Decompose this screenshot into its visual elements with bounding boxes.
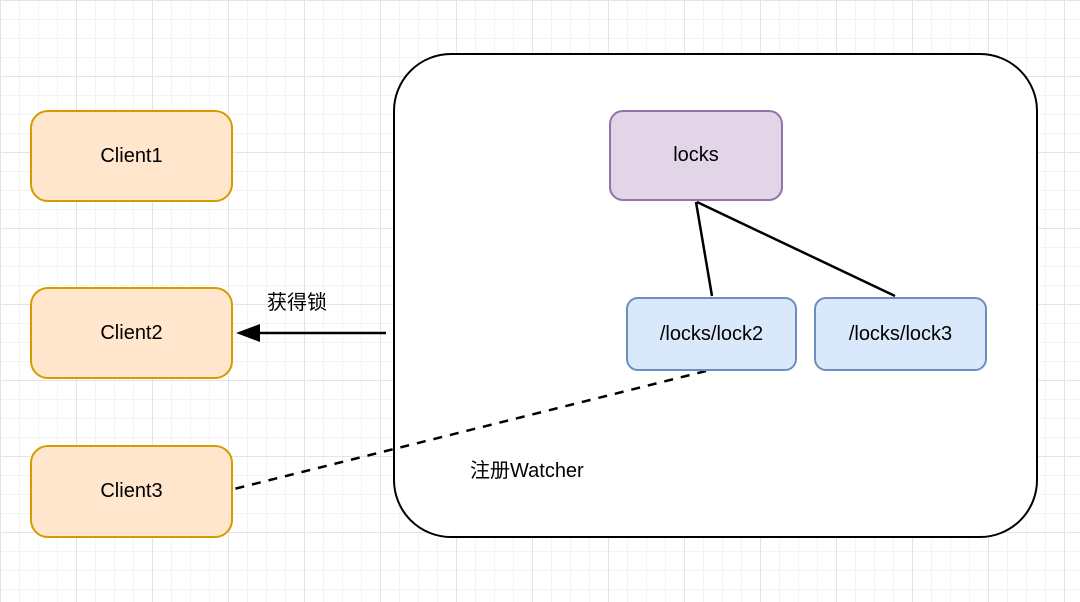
register-watcher-edge-label: 注册Watcher — [470, 460, 584, 482]
client1-label: Client1 — [100, 144, 163, 167]
client3-label: Client3 — [100, 480, 163, 502]
acquire-lock-edge-label: 获得锁 — [267, 292, 327, 314]
client3-node: Client3 — [30, 445, 233, 538]
lock3-label: /locks/lock3 — [848, 322, 953, 345]
lock2-label: /locks/lock2 — [659, 322, 764, 345]
lock3-node: /locks/lock3 — [814, 297, 987, 371]
acquire-lock-arrowhead — [236, 324, 260, 342]
client1-node: Client1 — [30, 110, 233, 202]
client2-node: Client2 — [30, 287, 233, 379]
locks-root-label: locks — [673, 144, 719, 166]
locks-root-node: locks — [609, 110, 783, 201]
client2-label: Client2 — [100, 321, 163, 344]
lock2-node: /locks/lock2 — [626, 297, 797, 371]
